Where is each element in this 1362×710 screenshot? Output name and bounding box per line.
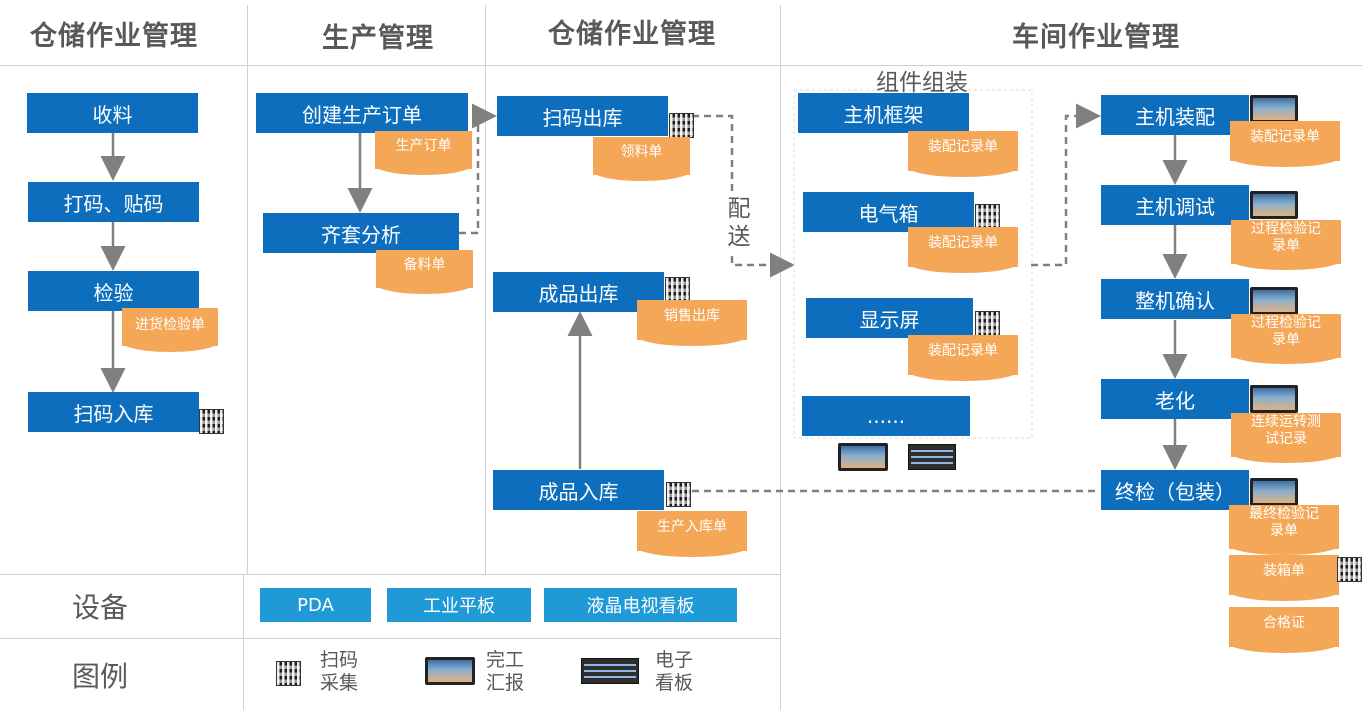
inspect-step: 检验 [28,271,199,311]
packing-document: 装箱单 [1229,555,1339,601]
aging-step: 老化 [1101,379,1249,419]
qr-code-icon [199,409,224,434]
col-divider-1b [243,575,244,710]
aging-document: 连续运转测试记录 [1231,413,1341,463]
debug-document: 过程检验记录单 [1231,220,1341,270]
frame-document: 装配记录单 [908,131,1018,177]
delivery-label: 配送 [725,195,753,251]
create-order-step: 创建生产订单 [256,93,468,133]
display-document: 装配记录单 [908,335,1018,381]
tablet-icon [1250,385,1298,413]
device-tablet: 工业平板 [387,588,531,622]
confirm-step: 整机确认 [1101,279,1249,319]
order-document: 生产订单 [375,131,472,175]
tablet-icon [1250,191,1298,219]
tablet-icon [1250,287,1298,315]
qr-code-icon [975,311,1000,336]
legend-scan: 扫码采集 [320,649,359,694]
final-document: 最终检验记录单 [1229,505,1339,555]
receive-step: 收料 [27,93,198,133]
assembly-step: 主机装配 [1101,95,1249,135]
frame-step: 主机框架 [798,93,969,133]
pick-document: 领料单 [593,137,690,181]
legend-divider [0,638,780,639]
debug-step: 主机调试 [1101,185,1249,225]
fg-in-document: 生产入库单 [637,511,747,557]
ebox-step: 电气箱 [803,192,974,232]
qr-code-icon [669,113,694,138]
cert-document: 合格证 [1229,607,1339,653]
display-step: 显示屏 [806,298,973,338]
more-step: ...... [802,396,970,436]
qr-code-icon [1337,557,1362,582]
qr-code-icon [276,661,301,686]
legend-board: 电子看板 [655,649,694,694]
header-warehouse-out: 仓储作业管理 [548,19,716,50]
header-divider [0,65,1362,66]
devices-divider [0,574,780,575]
header-workshop: 车间作业管理 [1012,22,1180,53]
header-warehouse-in: 仓储作业管理 [30,21,198,52]
assembly-document: 装配记录单 [1230,121,1340,167]
device-pda: PDA [260,588,371,622]
ebox-document: 装配记录单 [908,227,1018,273]
tablet-icon [425,657,475,685]
inspect-document: 进货检验单 [122,308,218,352]
kitting-step: 齐套分析 [263,213,459,253]
tablet-icon [1250,478,1298,506]
components-title: 组件组装 [876,70,968,96]
col-divider-2 [485,5,486,575]
qr-code-icon [665,277,690,302]
scan-out-step: 扫码出库 [497,96,668,136]
kitting-document: 备料单 [376,250,473,294]
fg-in-step: 成品入库 [493,470,664,510]
header-production: 生产管理 [322,23,434,54]
confirm-document: 过程检验记录单 [1231,314,1341,364]
col-divider-1 [247,5,248,575]
tablet-icon [838,443,888,471]
qr-code-icon [666,482,691,507]
tablet-icon [1250,95,1298,123]
row-label-devices: 设备 [72,591,129,624]
sales-document: 销售出库 [637,300,747,346]
board-icon [581,658,639,684]
label-step: 打码、贴码 [28,182,199,222]
col-divider-3 [780,5,781,710]
board-icon [908,444,956,470]
fg-out-step: 成品出库 [493,272,664,312]
row-label-legend: 图例 [72,660,129,693]
qr-code-icon [975,204,1000,229]
device-tv-board: 液晶电视看板 [544,588,737,622]
final-step: 终检（包装） [1101,470,1249,510]
store-step: 扫码入库 [28,392,199,432]
legend-report: 完工汇报 [486,649,525,694]
